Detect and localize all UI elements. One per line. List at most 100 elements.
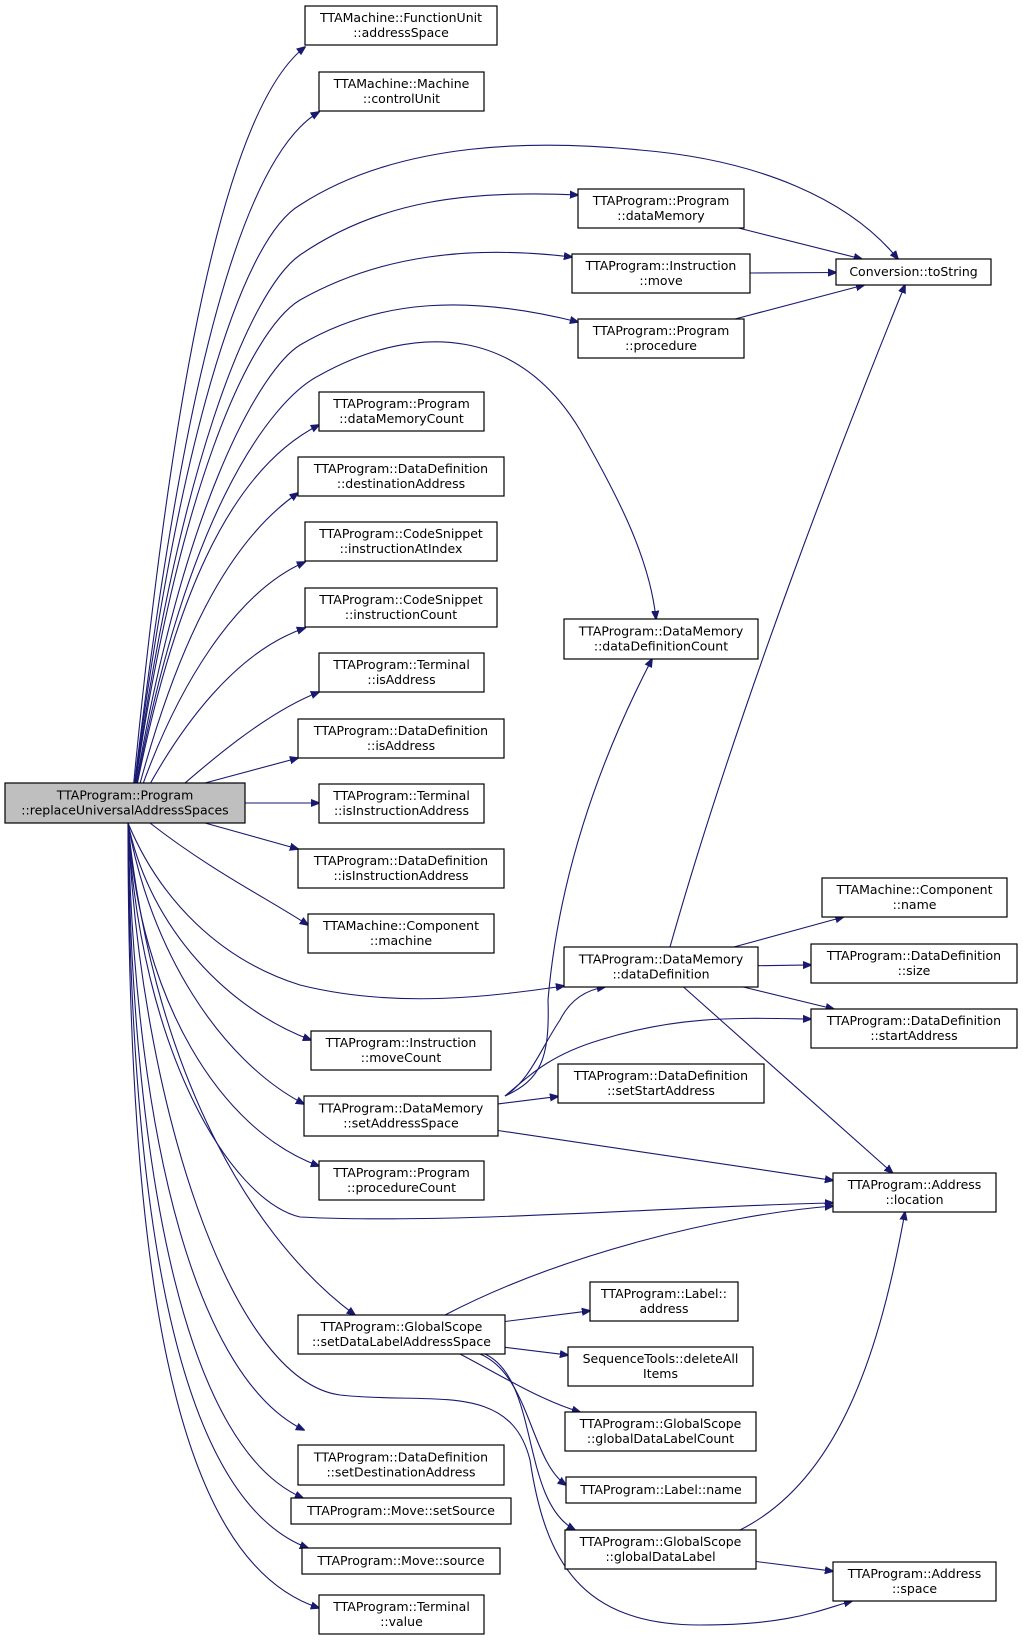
edges-layer — [127, 47, 905, 1626]
node-mv_source[interactable]: TTAProgram::Move::source — [301, 1547, 501, 1575]
node-box[interactable] — [303, 1095, 499, 1137]
node-l_address[interactable]: TTAProgram::Label::address — [589, 1281, 739, 1322]
node-dd_setDestinationAddress[interactable]: TTAProgram::DataDefinition::setDestinati… — [297, 1444, 505, 1486]
node-label-line: TTAProgram::DataDefinition — [826, 948, 1001, 963]
node-label-line: TTAProgram::Label::name — [579, 1482, 742, 1497]
node-box[interactable] — [832, 1172, 997, 1213]
node-p_procedure[interactable]: TTAProgram::Program::procedure — [577, 318, 745, 359]
node-i_move[interactable]: TTAProgram::Instruction::move — [571, 253, 751, 294]
node-box[interactable] — [297, 718, 505, 759]
node-box[interactable] — [4, 782, 246, 824]
node-box[interactable] — [832, 1561, 997, 1602]
node-cs_instructionAtIndex[interactable]: TTAProgram::CodeSnippet::instructionAtIn… — [304, 521, 498, 562]
node-box[interactable] — [564, 1411, 757, 1452]
node-c_machine[interactable]: TTAMachine::Component::machine — [307, 913, 495, 954]
node-box[interactable] — [564, 1529, 757, 1570]
node-label-line: ::location — [885, 1192, 943, 1207]
node-p_dataMemoryCount[interactable]: TTAProgram::Program::dataMemoryCount — [318, 391, 485, 432]
node-box[interactable] — [565, 1476, 757, 1504]
node-box[interactable] — [318, 71, 485, 112]
node-label-line: ::isAddress — [367, 738, 435, 753]
node-mv_setSource[interactable]: TTAProgram::Move::setSource — [290, 1497, 512, 1525]
node-gs_globalDataLabel[interactable]: TTAProgram::GlobalScope::globalDataLabel — [564, 1529, 757, 1570]
node-box[interactable] — [810, 943, 1018, 984]
node-box[interactable] — [571, 253, 751, 294]
edge-i_move-to-conv_toString — [749, 273, 836, 274]
node-box[interactable] — [307, 913, 495, 954]
node-dd_isAddress[interactable]: TTAProgram::DataDefinition::isAddress — [297, 718, 505, 759]
node-label-line: ::isInstructionAddress — [333, 868, 468, 883]
node-dd_destinationAddress[interactable]: TTAProgram::DataDefinition::destinationA… — [297, 456, 505, 497]
node-label-line: TTAMachine::Component — [322, 918, 479, 933]
node-dm_dataDefinition[interactable]: TTAProgram::DataMemory::dataDefinition — [563, 946, 759, 988]
node-dd_size[interactable]: TTAProgram::DataDefinition::size — [810, 943, 1018, 984]
node-label-line: TTAProgram::GlobalScope — [320, 1319, 483, 1334]
edge-root-to-fu_addressSpace — [129, 47, 305, 823]
node-dd_startAddress[interactable]: TTAProgram::DataDefinition::startAddress — [810, 1008, 1018, 1049]
node-label-line: TTAProgram::CodeSnippet — [318, 526, 483, 541]
edge-root-to-m_controlUnit — [129, 112, 319, 823]
edge-root-to-dd_isInstructionAddress — [204, 822, 298, 849]
edge-gs_setDataLabelAddressSpace-to-gs_globalDataLabelCount — [459, 1353, 580, 1412]
node-box[interactable] — [301, 1547, 501, 1575]
node-gs_globalDataLabelCount[interactable]: TTAProgram::GlobalScope::globalDataLabel… — [564, 1411, 757, 1452]
node-m_controlUnit[interactable]: TTAMachine::Machine::controlUnit — [318, 71, 485, 112]
node-box[interactable] — [304, 521, 498, 562]
node-dd_isInstructionAddress[interactable]: TTAProgram::DataDefinition::isInstructio… — [297, 848, 505, 889]
node-box[interactable] — [290, 1497, 512, 1525]
node-box[interactable] — [304, 5, 498, 46]
node-i_moveCount[interactable]: TTAProgram::Instruction::moveCount — [310, 1030, 492, 1071]
node-box[interactable] — [318, 391, 485, 432]
node-box[interactable] — [297, 1444, 505, 1486]
node-dm_dataDefinitionCount[interactable]: TTAProgram::DataMemory::dataDefinitionCo… — [563, 618, 759, 660]
node-t_isInstructionAddress[interactable]: TTAProgram::Terminal::isInstructionAddre… — [318, 783, 485, 824]
node-label-line: TTAProgram::DataDefinition — [313, 1450, 488, 1465]
node-box[interactable] — [297, 848, 505, 889]
node-box[interactable] — [821, 877, 1008, 918]
node-box[interactable] — [318, 1594, 485, 1635]
node-box[interactable] — [557, 1063, 765, 1104]
node-t_value[interactable]: TTAProgram::Terminal::value — [318, 1594, 485, 1635]
node-box[interactable] — [563, 618, 759, 660]
node-a_space[interactable]: TTAProgram::Address::space — [832, 1561, 997, 1602]
node-l_name[interactable]: TTAProgram::Label::name — [565, 1476, 757, 1504]
edge-root-to-mv_source — [127, 822, 308, 1548]
node-box[interactable] — [310, 1030, 492, 1071]
node-t_isAddress[interactable]: TTAProgram::Terminal::isAddress — [318, 652, 485, 693]
node-box[interactable] — [297, 456, 505, 497]
node-box[interactable] — [304, 587, 498, 628]
node-dm_setAddressSpace[interactable]: TTAProgram::DataMemory::setAddressSpace — [303, 1095, 499, 1137]
node-label-line: TTAProgram::DataDefinition — [313, 461, 488, 476]
node-box[interactable] — [318, 652, 485, 693]
node-box[interactable] — [835, 258, 992, 286]
node-label-line: ::move — [639, 273, 683, 288]
node-p_procedureCount[interactable]: TTAProgram::Program::procedureCount — [318, 1160, 485, 1201]
node-box[interactable] — [297, 1314, 506, 1355]
nodes-layer: TTAProgram::Program::replaceUniversalAdd… — [4, 5, 1018, 1635]
node-label-line: ::instructionCount — [345, 607, 457, 622]
node-fu_addressSpace[interactable]: TTAMachine::FunctionUnit::addressSpace — [304, 5, 498, 46]
node-root[interactable]: TTAProgram::Program::replaceUniversalAdd… — [4, 782, 246, 824]
node-dd_setStartAddress[interactable]: TTAProgram::DataDefinition::setStartAddr… — [557, 1063, 765, 1104]
node-label-line: ::dataMemory — [617, 208, 705, 223]
node-label-line: TTAMachine::Machine — [333, 76, 470, 91]
node-box[interactable] — [589, 1281, 739, 1322]
node-a_location[interactable]: TTAProgram::Address::location — [832, 1172, 997, 1213]
node-box[interactable] — [577, 318, 745, 359]
edge-root-to-mv_setSource — [127, 822, 303, 1498]
node-cs_instructionCount[interactable]: TTAProgram::CodeSnippet::instructionCoun… — [304, 587, 498, 628]
node-c_name[interactable]: TTAMachine::Component::name — [821, 877, 1008, 918]
node-box[interactable] — [318, 1160, 485, 1201]
node-box[interactable] — [810, 1008, 1018, 1049]
node-gs_setDataLabelAddressSpace[interactable]: TTAProgram::GlobalScope::setDataLabelAdd… — [297, 1314, 506, 1355]
node-box[interactable] — [567, 1346, 754, 1387]
node-conv_toString[interactable]: Conversion::toString — [835, 258, 992, 286]
node-box[interactable] — [563, 946, 759, 988]
node-label-line: ::dataDefinitionCount — [594, 639, 728, 654]
edge-root-to-p_procedure — [129, 304, 578, 823]
node-box[interactable] — [318, 783, 485, 824]
node-label-line: ::setStartAddress — [607, 1083, 715, 1098]
node-p_dataMemory[interactable]: TTAProgram::Program::dataMemory — [577, 188, 745, 229]
node-box[interactable] — [577, 188, 745, 229]
